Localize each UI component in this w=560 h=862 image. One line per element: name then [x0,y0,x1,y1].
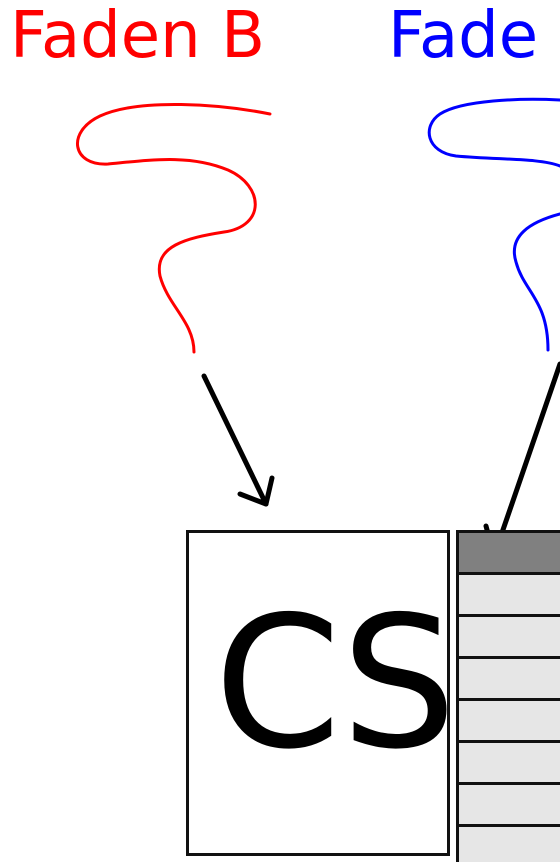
queue-slot-empty [459,743,560,785]
queue-slot-empty [459,575,560,617]
queue-slot-occupied [459,533,560,575]
thread-a-label: Fade [388,0,539,73]
queue-slot-empty [459,617,560,659]
queue-slot-empty [459,659,560,701]
thread-a-squiggle [427,97,560,352]
arrow-thread-b-to-cs-head [237,475,275,507]
queue-slot-empty [459,785,560,827]
queue-slot-empty [459,701,560,743]
thread-b-squiggle [76,103,272,354]
arrow-thread-a-to-queue [491,361,560,559]
critical-section-box [186,530,450,856]
arrow-thread-b-to-cs [201,373,269,507]
queue-slot-empty [459,827,560,862]
waiting-queue [456,530,560,862]
critical-section-label: CS [214,577,457,789]
thread-b-label: Faden B [10,0,265,73]
